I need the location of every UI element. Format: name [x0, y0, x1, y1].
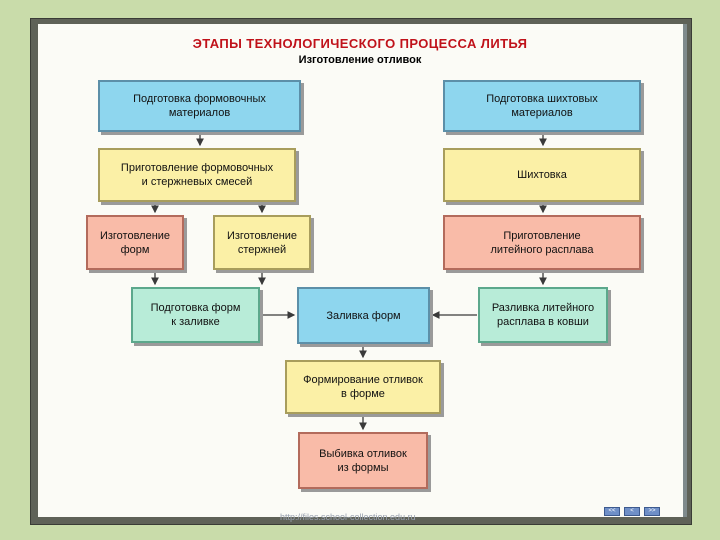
node-ladle-pouring: Разливка литейного расплава в ковши	[478, 287, 608, 343]
footer-url: http://files.school-collection.edu.ru	[280, 512, 416, 522]
nav-first-button[interactable]: <<	[604, 507, 620, 516]
node-making-molds: Изготовление форм	[86, 215, 184, 270]
diagram-subtitle: Изготовление отливок	[298, 54, 422, 66]
node-making-cores: Изготовление стержней	[213, 215, 311, 270]
scrollbar[interactable]	[683, 24, 687, 517]
node-melt-preparation: Приготовление литейного расплава	[443, 215, 641, 270]
node-charging: Шихтовка	[443, 148, 641, 202]
diagram-title: ЭТАПЫ ТЕХНОЛОГИЧЕСКОГО ПРОЦЕССА ЛИТЬЯ	[192, 36, 528, 51]
nav-next-button[interactable]: >>	[644, 507, 660, 516]
node-mixes-preparation: Приготовление формовочных и стержневых с…	[98, 148, 296, 202]
node-knockout: Выбивка отливок из формы	[298, 432, 428, 489]
nav-prev-button[interactable]: <	[624, 507, 640, 516]
node-pouring: Заливка форм	[297, 287, 430, 344]
node-mold-preparation: Подготовка форм к заливке	[131, 287, 260, 343]
node-prep-charge-materials: Подготовка шихтовых материалов	[443, 80, 641, 132]
node-prep-molding-materials: Подготовка формовочных материалов	[98, 80, 301, 132]
node-casting-formation: Формирование отливок в форме	[285, 360, 441, 414]
